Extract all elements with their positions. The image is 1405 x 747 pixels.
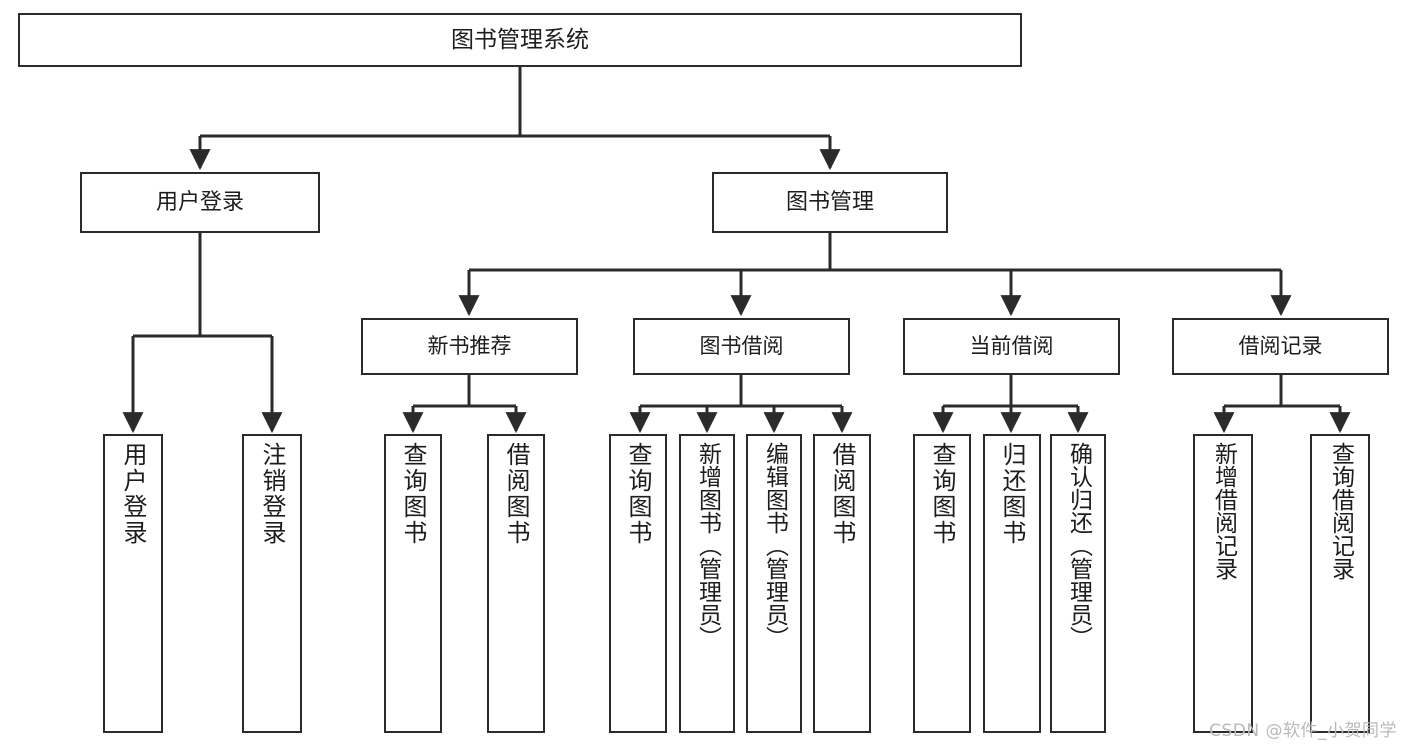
leaf-borrow-books-recommend-label: 借阅图书 <box>502 442 530 546</box>
node-root[interactable]: 图书管理系统 <box>18 13 1022 67</box>
node-new-book-recommend[interactable]: 新书推荐 <box>361 318 578 375</box>
leaf-query-books-recommend-label: 查询图书 <box>399 442 427 546</box>
leaf-confirm-return-admin[interactable]: 确认归还（管理员） <box>1050 434 1106 733</box>
leaf-logout-label: 注销登录 <box>258 442 286 546</box>
node-book-borrow[interactable]: 图书借阅 <box>633 318 850 375</box>
leaf-confirm-return-admin-label: 确认归还（管理员） <box>1065 442 1092 649</box>
csdn-watermark: CSDN @软件_小贺同学 <box>1209 721 1397 741</box>
leaf-query-borrow-record-label: 查询借阅记录 <box>1327 442 1354 580</box>
leaf-add-borrow-record[interactable]: 新增借阅记录 <box>1193 434 1253 733</box>
node-new-book-recommend-label: 新书推荐 <box>427 334 512 359</box>
leaf-borrow-books-recommend[interactable]: 借阅图书 <box>487 434 545 733</box>
leaf-query-books-borrow[interactable]: 查询图书 <box>609 434 667 733</box>
leaf-query-books-current-label: 查询图书 <box>928 442 956 546</box>
leaf-return-books[interactable]: 归还图书 <box>983 434 1041 733</box>
node-book-borrow-label: 图书借阅 <box>699 334 784 359</box>
leaf-user-login[interactable]: 用户登录 <box>103 434 163 733</box>
leaf-return-books-label: 归还图书 <box>998 442 1026 546</box>
leaf-query-borrow-record[interactable]: 查询借阅记录 <box>1310 434 1370 733</box>
node-user-login-label: 用户登录 <box>155 189 244 215</box>
leaf-query-books-borrow-label: 查询图书 <box>624 442 652 546</box>
leaf-borrow-books-borrow[interactable]: 借阅图书 <box>813 434 871 733</box>
node-borrow-records-label: 借阅记录 <box>1238 334 1323 359</box>
node-borrow-records[interactable]: 借阅记录 <box>1172 318 1389 375</box>
leaf-user-login-label: 用户登录 <box>119 442 147 546</box>
node-book-management[interactable]: 图书管理 <box>712 172 948 233</box>
node-current-borrow-label: 当前借阅 <box>969 334 1054 359</box>
node-user-login[interactable]: 用户登录 <box>80 172 320 233</box>
leaf-query-books-recommend[interactable]: 查询图书 <box>384 434 442 733</box>
leaf-borrow-books-borrow-label: 借阅图书 <box>828 442 856 546</box>
leaf-add-book-admin[interactable]: 新增图书（管理员） <box>679 434 735 733</box>
node-current-borrow[interactable]: 当前借阅 <box>903 318 1120 375</box>
leaf-edit-book-admin-label: 编辑图书（管理员） <box>761 442 788 649</box>
node-root-label: 图书管理系统 <box>451 26 589 53</box>
leaf-query-books-current[interactable]: 查询图书 <box>913 434 971 733</box>
node-book-management-label: 图书管理 <box>785 189 874 215</box>
leaf-add-borrow-record-label: 新增借阅记录 <box>1210 442 1237 580</box>
leaf-add-book-admin-label: 新增图书（管理员） <box>694 442 721 649</box>
leaf-logout[interactable]: 注销登录 <box>242 434 302 733</box>
leaf-edit-book-admin[interactable]: 编辑图书（管理员） <box>746 434 802 733</box>
